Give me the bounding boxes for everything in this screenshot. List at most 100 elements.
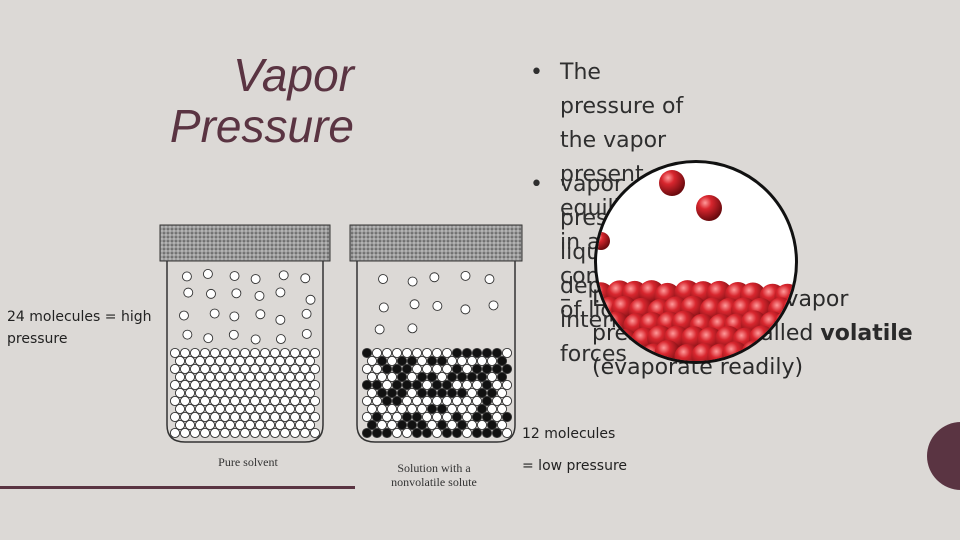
liquid-molecule [170, 396, 179, 405]
vapor-molecule [410, 300, 419, 309]
vapor-molecule [179, 311, 188, 320]
liquid-molecule [407, 372, 416, 381]
liquid-molecule [492, 428, 501, 437]
vapor-molecule [251, 275, 260, 284]
liquid-molecule [362, 396, 371, 405]
liquid-molecule [250, 428, 259, 437]
label-solution-line-2: nonvolatile solute [374, 475, 494, 489]
liquid-molecule [185, 388, 194, 397]
liquid-molecule [175, 356, 184, 365]
liquid-molecule [442, 364, 451, 373]
sub-bullet-line-3: (evaporate readily) [592, 351, 913, 385]
liquid-molecule [265, 372, 274, 381]
liquid-molecule [220, 396, 229, 405]
liquid-molecule [290, 364, 299, 373]
liquid-molecule [392, 412, 401, 421]
liquid-molecule [372, 348, 381, 357]
liquid-molecule [195, 420, 204, 429]
liquid-molecule [492, 364, 501, 373]
right-note-line-1: 12 molecules [522, 418, 627, 450]
sub-bullet-dash: – [560, 283, 571, 317]
liquid-molecule [462, 364, 471, 373]
liquid-molecule [190, 364, 199, 373]
liquid-molecule [255, 372, 264, 381]
liquid-molecule [215, 372, 224, 381]
liquid-molecule [180, 412, 189, 421]
liquid-molecule [265, 404, 274, 413]
liquid-molecule [190, 396, 199, 405]
liquid-molecule [472, 412, 481, 421]
liquid-molecule [402, 412, 411, 421]
liquid-molecule [290, 380, 299, 389]
liquid-molecule [310, 396, 319, 405]
liquid-molecule [442, 380, 451, 389]
vapor-molecule [276, 315, 285, 324]
liquid-molecule [250, 396, 259, 405]
liquid-molecule [427, 356, 436, 365]
liquid-molecule [377, 372, 386, 381]
liquid-molecule [260, 428, 269, 437]
liquid-molecule [230, 364, 239, 373]
liquid-molecule [290, 428, 299, 437]
right-jar-liquid-molecules [362, 348, 511, 437]
liquid-molecule [382, 428, 391, 437]
liquid-molecule [407, 388, 416, 397]
liquid-molecule [492, 412, 501, 421]
liquid-molecule [210, 428, 219, 437]
liquid-molecule [245, 388, 254, 397]
liquid-molecule [310, 348, 319, 357]
liquid-molecule [422, 396, 431, 405]
liquid-molecule [220, 348, 229, 357]
liquid-molecule [407, 356, 416, 365]
liquid-molecule [240, 380, 249, 389]
liquid-molecule [457, 388, 466, 397]
liquid-molecule [432, 396, 441, 405]
liquid-molecule [472, 348, 481, 357]
liquid-molecule [270, 396, 279, 405]
label-solution-line-1: Solution with a [374, 461, 494, 475]
liquid-molecule [200, 412, 209, 421]
liquid-molecule [195, 372, 204, 381]
liquid-molecule [310, 412, 319, 421]
red-molecule [597, 232, 610, 250]
liquid-molecule [482, 412, 491, 421]
liquid-molecule [185, 420, 194, 429]
liquid-molecule [387, 372, 396, 381]
liquid-molecule [397, 372, 406, 381]
liquid-molecule [270, 348, 279, 357]
liquid-molecule [225, 404, 234, 413]
liquid-molecule [432, 364, 441, 373]
liquid-molecule [265, 420, 274, 429]
liquid-molecule [300, 380, 309, 389]
liquid-molecule [210, 364, 219, 373]
liquid-molecule [432, 380, 441, 389]
liquid-molecule [190, 348, 199, 357]
liquid-molecule [492, 380, 501, 389]
liquid-molecule [305, 356, 314, 365]
vapor-molecule [204, 334, 213, 343]
liquid-molecule [402, 348, 411, 357]
vapor-molecule [182, 272, 191, 281]
liquid-molecule [397, 388, 406, 397]
left-jar-liquid-molecules [170, 348, 319, 437]
liquid-molecule [235, 388, 244, 397]
vapor-molecule [489, 301, 498, 310]
liquid-molecule [392, 364, 401, 373]
title-line-2: Pressure [170, 101, 354, 152]
liquid-molecule [477, 356, 486, 365]
liquid-molecule [367, 420, 376, 429]
liquid-molecule [225, 372, 234, 381]
liquid-molecule [487, 356, 496, 365]
liquid-molecule [372, 380, 381, 389]
liquid-molecule [270, 428, 279, 437]
liquid-molecule [462, 380, 471, 389]
liquid-molecule [240, 348, 249, 357]
vapor-molecule [302, 329, 311, 338]
liquid-molecule [442, 396, 451, 405]
liquid-molecule [397, 404, 406, 413]
liquid-molecule [255, 420, 264, 429]
liquid-molecule [220, 380, 229, 389]
liquid-molecule [205, 372, 214, 381]
liquid-molecule [225, 388, 234, 397]
liquid-molecule [260, 412, 269, 421]
